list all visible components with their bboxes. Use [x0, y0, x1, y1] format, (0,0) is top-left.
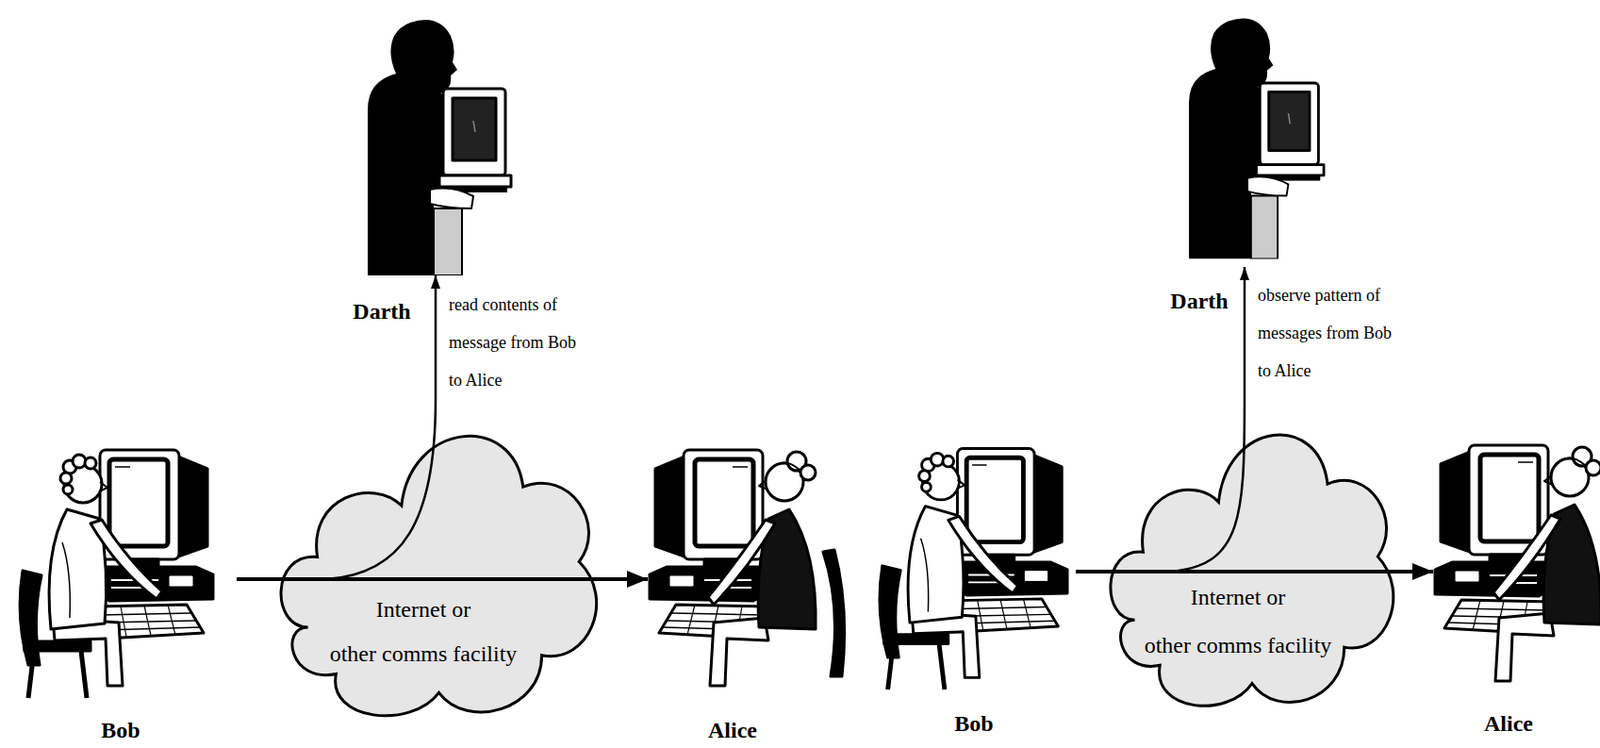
connector: [1075, 562, 1434, 580]
edge-label: observe pattern of messages from Bob to …: [1257, 276, 1398, 390]
person-illustration: [879, 447, 1068, 690]
cloud-shape: [270, 393, 608, 730]
person-illustration: [1188, 4, 1340, 268]
person-name: Darth: [1170, 287, 1228, 314]
connector: [236, 570, 648, 588]
person-illustration: [1433, 424, 1600, 698]
person-illustration: [1435, 445, 1600, 681]
person-illustration: [1188, 17, 1324, 259]
cloud-label: other comms facility: [329, 639, 518, 668]
receiver-figure: Alice: [1433, 424, 1600, 741]
person-illustration: [874, 424, 1070, 698]
person-illustration: [19, 449, 214, 698]
arrowhead: [1412, 562, 1434, 580]
sender-figure: Bob: [15, 428, 237, 745]
connector-line: [1075, 569, 1434, 574]
cloud-label: other comms facility: [1144, 630, 1333, 660]
receiver-figure: Alice: [647, 428, 851, 745]
arrowhead: [626, 570, 648, 588]
person-name: Bob: [100, 716, 140, 743]
connector-line: [326, 275, 436, 579]
person-name: Darth: [352, 297, 411, 325]
cloud-outline: [1110, 434, 1394, 706]
person-name: Alice: [1484, 709, 1534, 737]
arrowhead: [430, 275, 441, 289]
eavesdropper-figure: Darth: [348, 15, 528, 327]
sender-figure: Bob: [874, 424, 1076, 741]
connector-line: [1168, 266, 1245, 572]
person-name: Bob: [954, 709, 993, 737]
connector: [326, 275, 441, 579]
person-illustration: [649, 449, 845, 686]
network-cloud: Internet or other comms facility: [270, 393, 608, 730]
connector-line: [236, 577, 648, 581]
connector: [1168, 266, 1250, 572]
cloud-shape: [1101, 393, 1403, 720]
cloud-label: Internet or: [376, 594, 472, 624]
person-illustration: [647, 428, 848, 703]
person-illustration: [15, 428, 215, 703]
person-name: Alice: [708, 716, 758, 743]
cloud-outline: [280, 435, 597, 715]
edge-label: read contents of message from Bob to Ali…: [448, 285, 589, 399]
person-illustration: [367, 15, 528, 276]
arrowhead: [1239, 266, 1250, 281]
network-cloud: Internet or other comms facility: [1101, 393, 1403, 720]
person-illustration: [367, 19, 512, 276]
cloud-label: Internet or: [1190, 582, 1287, 611]
eavesdropper-figure: Darth: [1169, 4, 1349, 316]
